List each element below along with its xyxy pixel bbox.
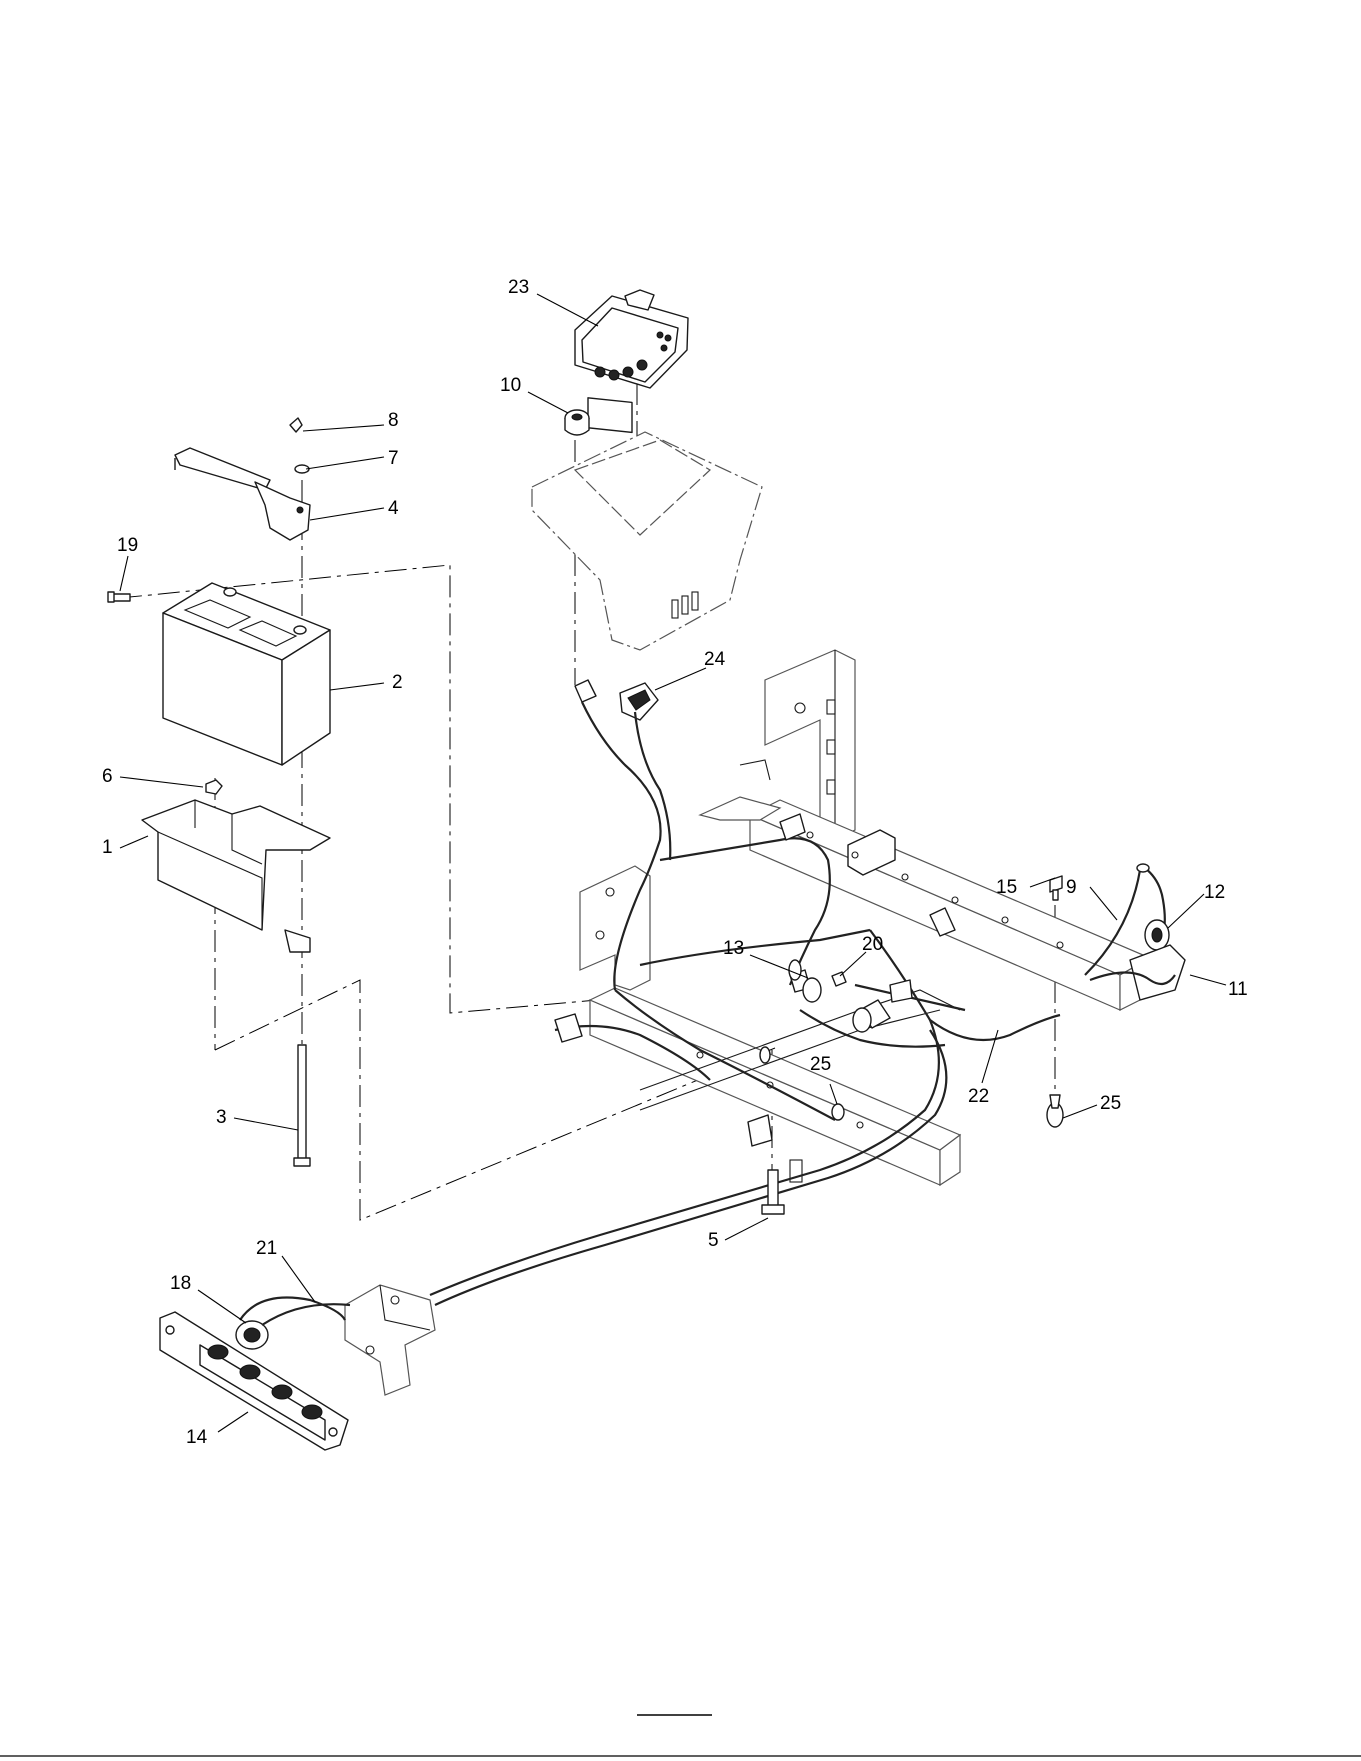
callout-23: 23 [508,277,529,298]
callout-1: 1 [102,837,113,858]
key-switch [565,410,589,435]
flange-nut [206,780,222,794]
callout-20: 20 [862,934,883,955]
callout-22: 22 [968,1086,989,1107]
callout-4: 4 [388,498,399,519]
callout-10: 10 [500,375,521,396]
console-panel [532,432,762,650]
callout-12: 12 [1204,882,1225,903]
callout-7: 7 [388,448,399,469]
callout-14: 14 [186,1427,208,1448]
cable-tie-clip [832,1104,844,1120]
small-nut [832,972,846,986]
callout-6: 6 [102,766,113,787]
ring-terminal [1047,1095,1063,1127]
long-bolt [294,1045,310,1166]
callout-13: 13 [723,938,744,959]
display-unit [575,290,688,432]
rotary-switch [236,1304,350,1349]
callout-24: 24 [704,649,726,670]
callout-3: 3 [216,1107,227,1128]
callout-25b: 25 [1100,1093,1121,1114]
battery [163,583,330,765]
callout-9: 9 [1066,877,1077,898]
main-wire-harness [430,702,1060,1305]
callout-19: 19 [117,535,138,556]
chassis-frame [580,650,1150,1185]
callout-15: 15 [996,877,1017,898]
callout-18: 18 [170,1273,191,1294]
callout-25a: 25 [810,1054,831,1075]
wing-nut [290,418,302,432]
footer-rules [0,1715,1361,1756]
callout-21: 21 [256,1238,277,1259]
light-bracket [345,1285,435,1395]
callout-11: 11 [1228,979,1248,1000]
callout-8: 8 [388,410,399,431]
wire-21 [240,1298,345,1321]
battery-hold-down [175,448,310,540]
callout-5: 5 [708,1230,719,1251]
battery-bolt [108,592,130,602]
callout-2: 2 [392,672,403,693]
